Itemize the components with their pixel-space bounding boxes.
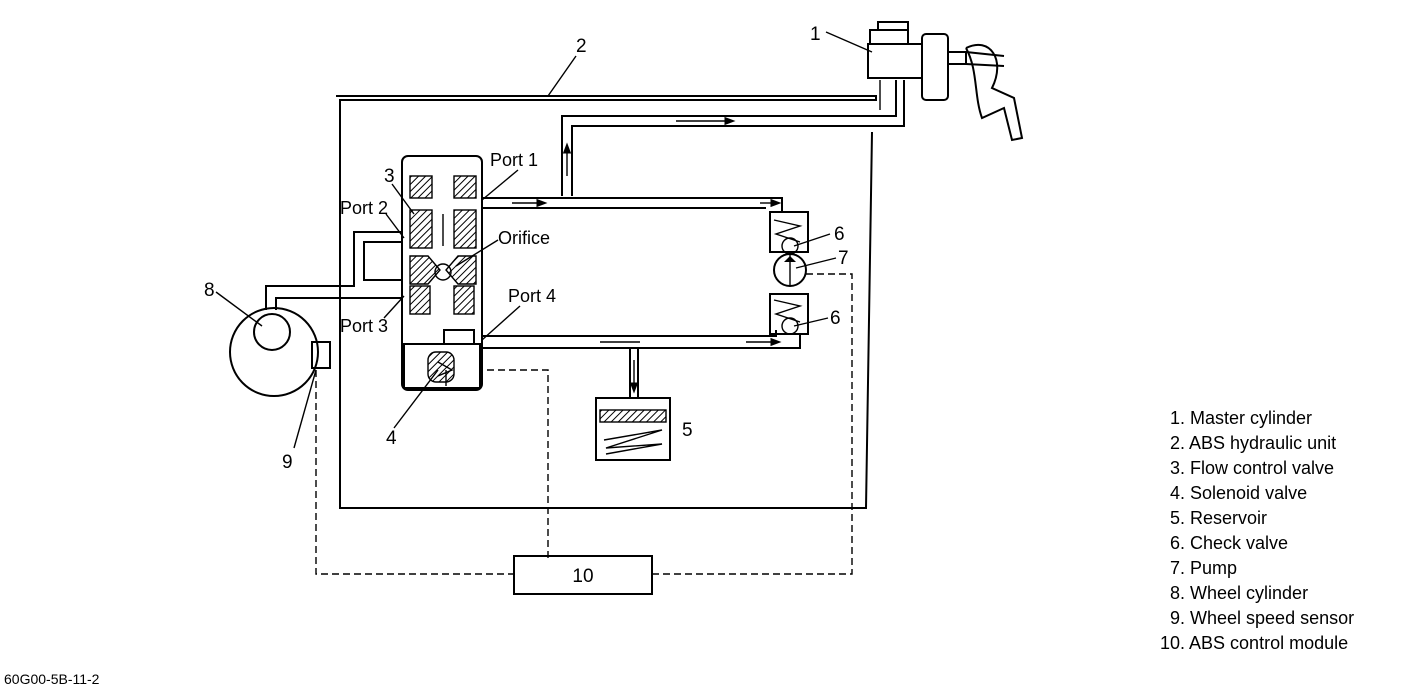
- callout-6-lower: 6: [830, 308, 841, 329]
- wheel-speed-sensor: [311, 341, 331, 369]
- pump-lines: [482, 197, 801, 349]
- figure-code: 60G00-5B-11-2: [4, 671, 100, 687]
- callout-2: 2: [576, 36, 587, 57]
- solenoid-valve: [403, 343, 481, 389]
- callout-3: 3: [384, 166, 395, 187]
- legend-item-1: 1. Master cylinder: [1170, 408, 1312, 428]
- wheel-cylinder: [229, 231, 402, 397]
- callout-7: 7: [838, 248, 849, 269]
- callout-leaders: [215, 31, 873, 449]
- master-cylinder: [867, 21, 1024, 142]
- abs-control-module: 10: [513, 555, 653, 595]
- legend-item-3: 3. Flow control valve: [1170, 458, 1334, 478]
- legend-item-4: 4. Solenoid valve: [1170, 483, 1307, 503]
- legend-item-10: 10. ABS control module: [1160, 633, 1348, 653]
- legend-item-7: 7. Pump: [1170, 558, 1237, 578]
- port-4-label: Port 4: [508, 286, 556, 306]
- check-valve-lower: [769, 293, 809, 335]
- electrical-lines: [315, 273, 853, 575]
- legend-item-9: 9. Wheel speed sensor: [1170, 608, 1354, 628]
- orifice-label: Orifice: [498, 228, 550, 248]
- callout-8: 8: [204, 280, 215, 301]
- legend: 1. Master cylinder 2. ABS hydraulic unit…: [1160, 408, 1354, 653]
- control-module-label: 10: [572, 566, 593, 587]
- callout-1: 1: [810, 24, 821, 45]
- legend-item-5: 5. Reservoir: [1170, 508, 1267, 528]
- callout-6-upper: 6: [834, 224, 845, 245]
- legend-item-2: 2. ABS hydraulic unit: [1170, 433, 1336, 453]
- port-3-label: Port 3: [340, 316, 388, 336]
- callout-9: 9: [282, 452, 293, 473]
- reservoir: [595, 348, 671, 461]
- callout-5: 5: [682, 420, 693, 441]
- pump: [773, 253, 807, 287]
- upper-brake-line: [561, 80, 905, 196]
- port-2-label: Port 2: [340, 198, 388, 218]
- check-valve-upper: [769, 211, 809, 255]
- callout-4: 4: [386, 428, 397, 449]
- flow-control-valve: [401, 155, 483, 391]
- port-1-label: Port 1: [490, 150, 538, 170]
- abs-unit-outline: [336, 95, 877, 509]
- legend-item-6: 6. Check valve: [1170, 533, 1288, 553]
- legend-item-8: 8. Wheel cylinder: [1170, 583, 1308, 603]
